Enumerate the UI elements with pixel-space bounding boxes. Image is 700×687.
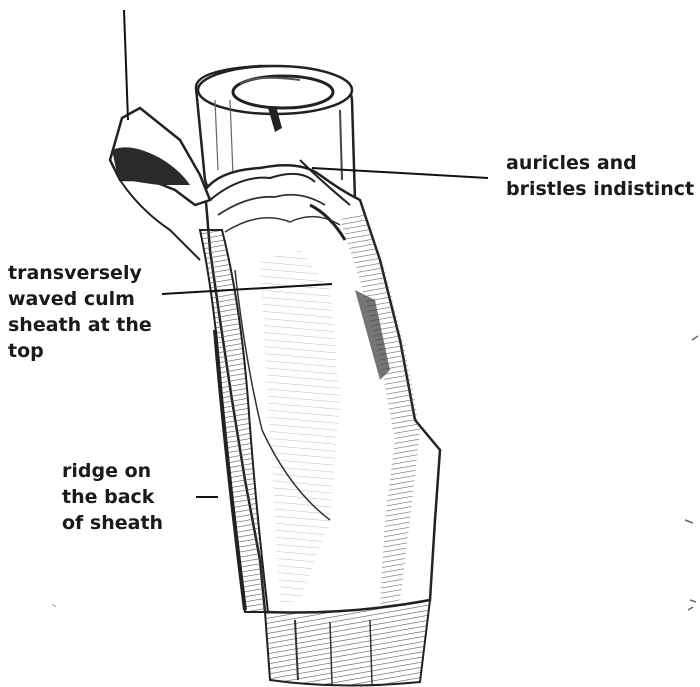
label-line: ridge on: [62, 458, 163, 484]
label-line: of sheath: [62, 510, 163, 536]
label-line: top: [8, 338, 152, 364]
label-line: the back: [62, 484, 163, 510]
label-line: sheath at the: [8, 312, 152, 338]
label-ridge-back-sheath: ridge on the back of sheath: [62, 458, 163, 536]
label-waved-culm-sheath: transversely waved culm sheath at the to…: [8, 260, 152, 364]
label-line: waved culm: [8, 286, 152, 312]
label-auricles-bristles: auricles and bristles indistinct: [506, 150, 694, 202]
label-line: auricles and: [506, 150, 694, 176]
sheath-blade: [110, 108, 210, 260]
leader-top: [124, 10, 128, 120]
label-line: bristles indistinct: [506, 176, 694, 202]
label-line: transversely: [8, 260, 152, 286]
